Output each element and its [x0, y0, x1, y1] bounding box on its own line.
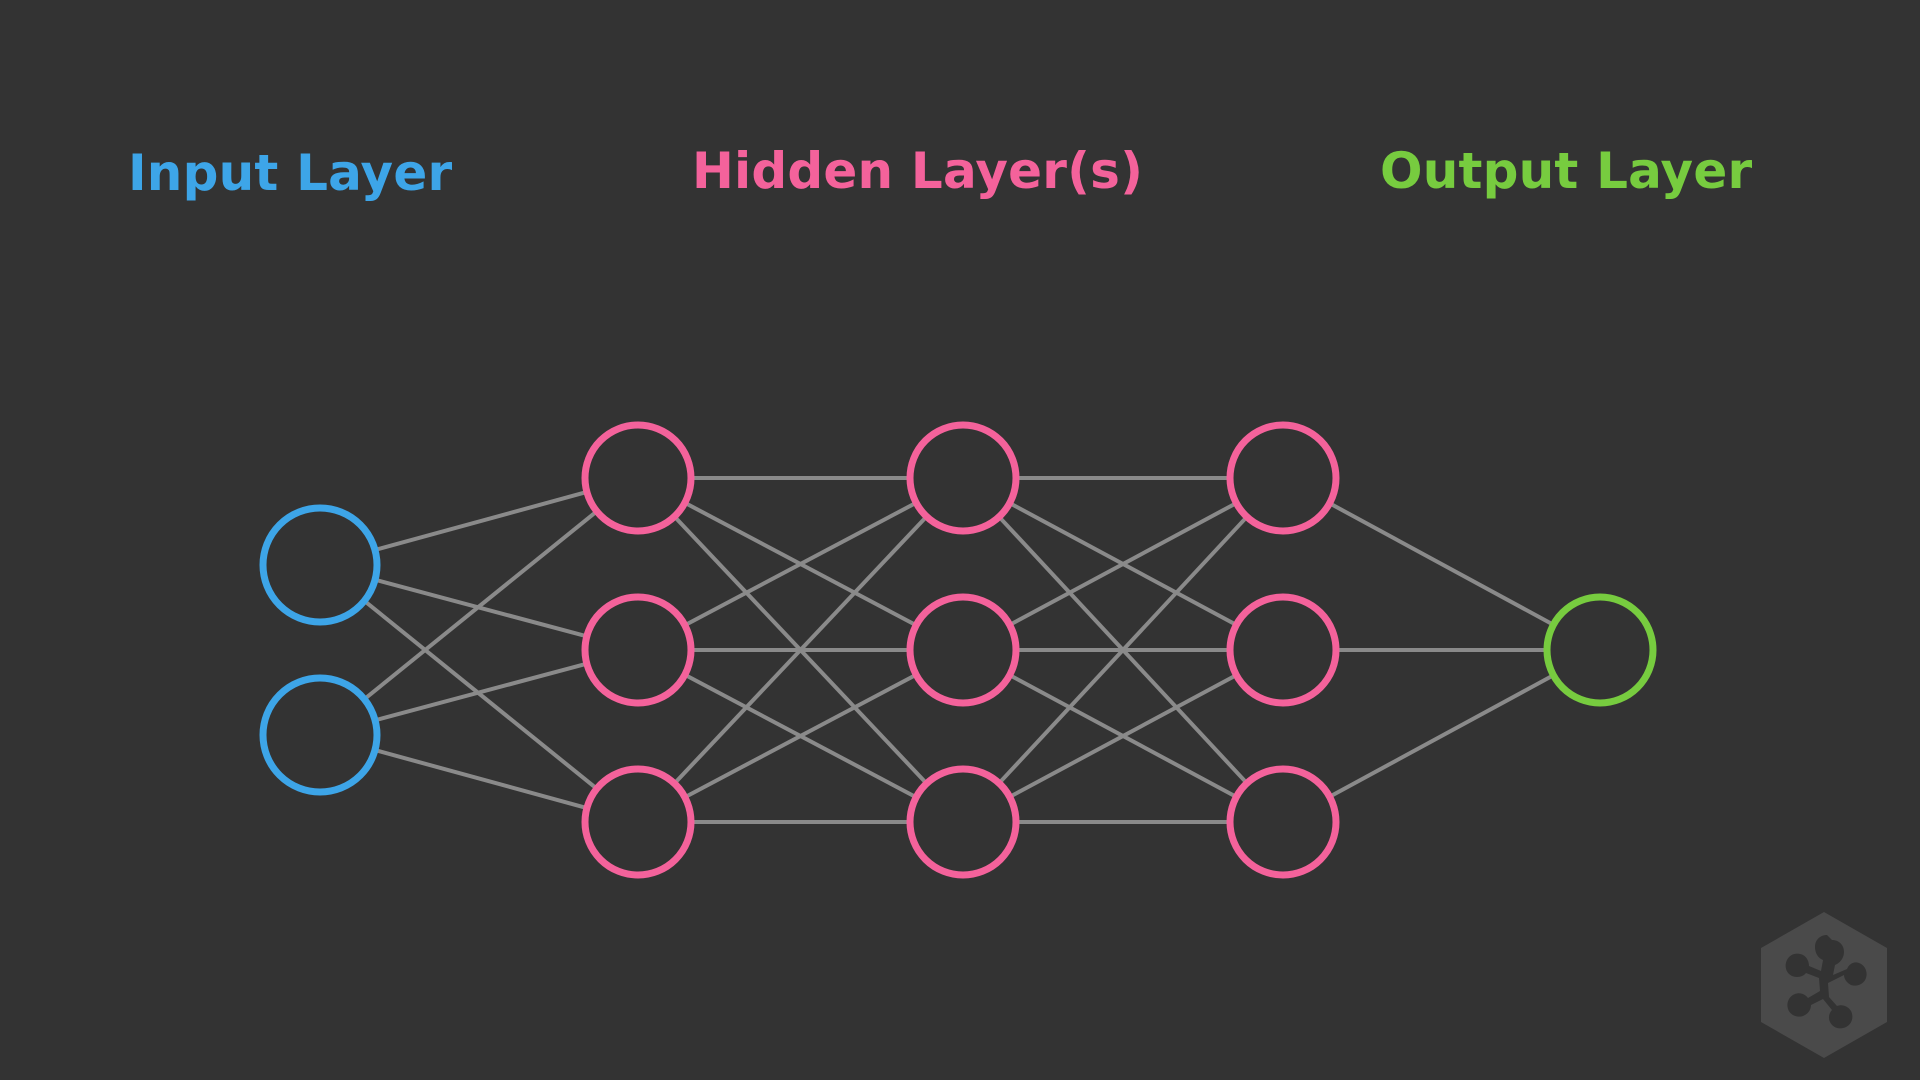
network-node-h3-1: [1226, 421, 1340, 535]
network-node-i2: [259, 674, 381, 796]
network-edge: [1008, 673, 1238, 799]
network-node-h1-3: [581, 765, 695, 879]
network-edge: [1328, 501, 1555, 627]
network-edge: [363, 599, 599, 791]
network-node-h2-3: [906, 765, 1020, 879]
network-edge: [672, 515, 929, 785]
network-edge: [1008, 501, 1238, 627]
network-node-h2-1: [906, 421, 1020, 535]
network-edge: [683, 501, 918, 627]
network-edge: [374, 577, 588, 639]
network-node-o1: [1543, 593, 1657, 707]
nodes-group: [259, 421, 1657, 879]
network-edge: [1328, 673, 1555, 799]
network-node-h2-2: [906, 593, 1020, 707]
network-node-h3-2: [1226, 593, 1340, 707]
network-node-i1: [259, 504, 381, 626]
network-edge: [997, 515, 1249, 785]
network-edge: [374, 661, 588, 723]
network-edge: [683, 673, 918, 799]
network-edge: [374, 490, 588, 552]
network-node-h1-2: [581, 593, 695, 707]
network-edge: [374, 748, 588, 810]
network-edge: [363, 509, 599, 701]
network-node-h1-1: [581, 421, 695, 535]
edges-group: [363, 476, 1555, 824]
network-node-h3-3: [1226, 765, 1340, 879]
